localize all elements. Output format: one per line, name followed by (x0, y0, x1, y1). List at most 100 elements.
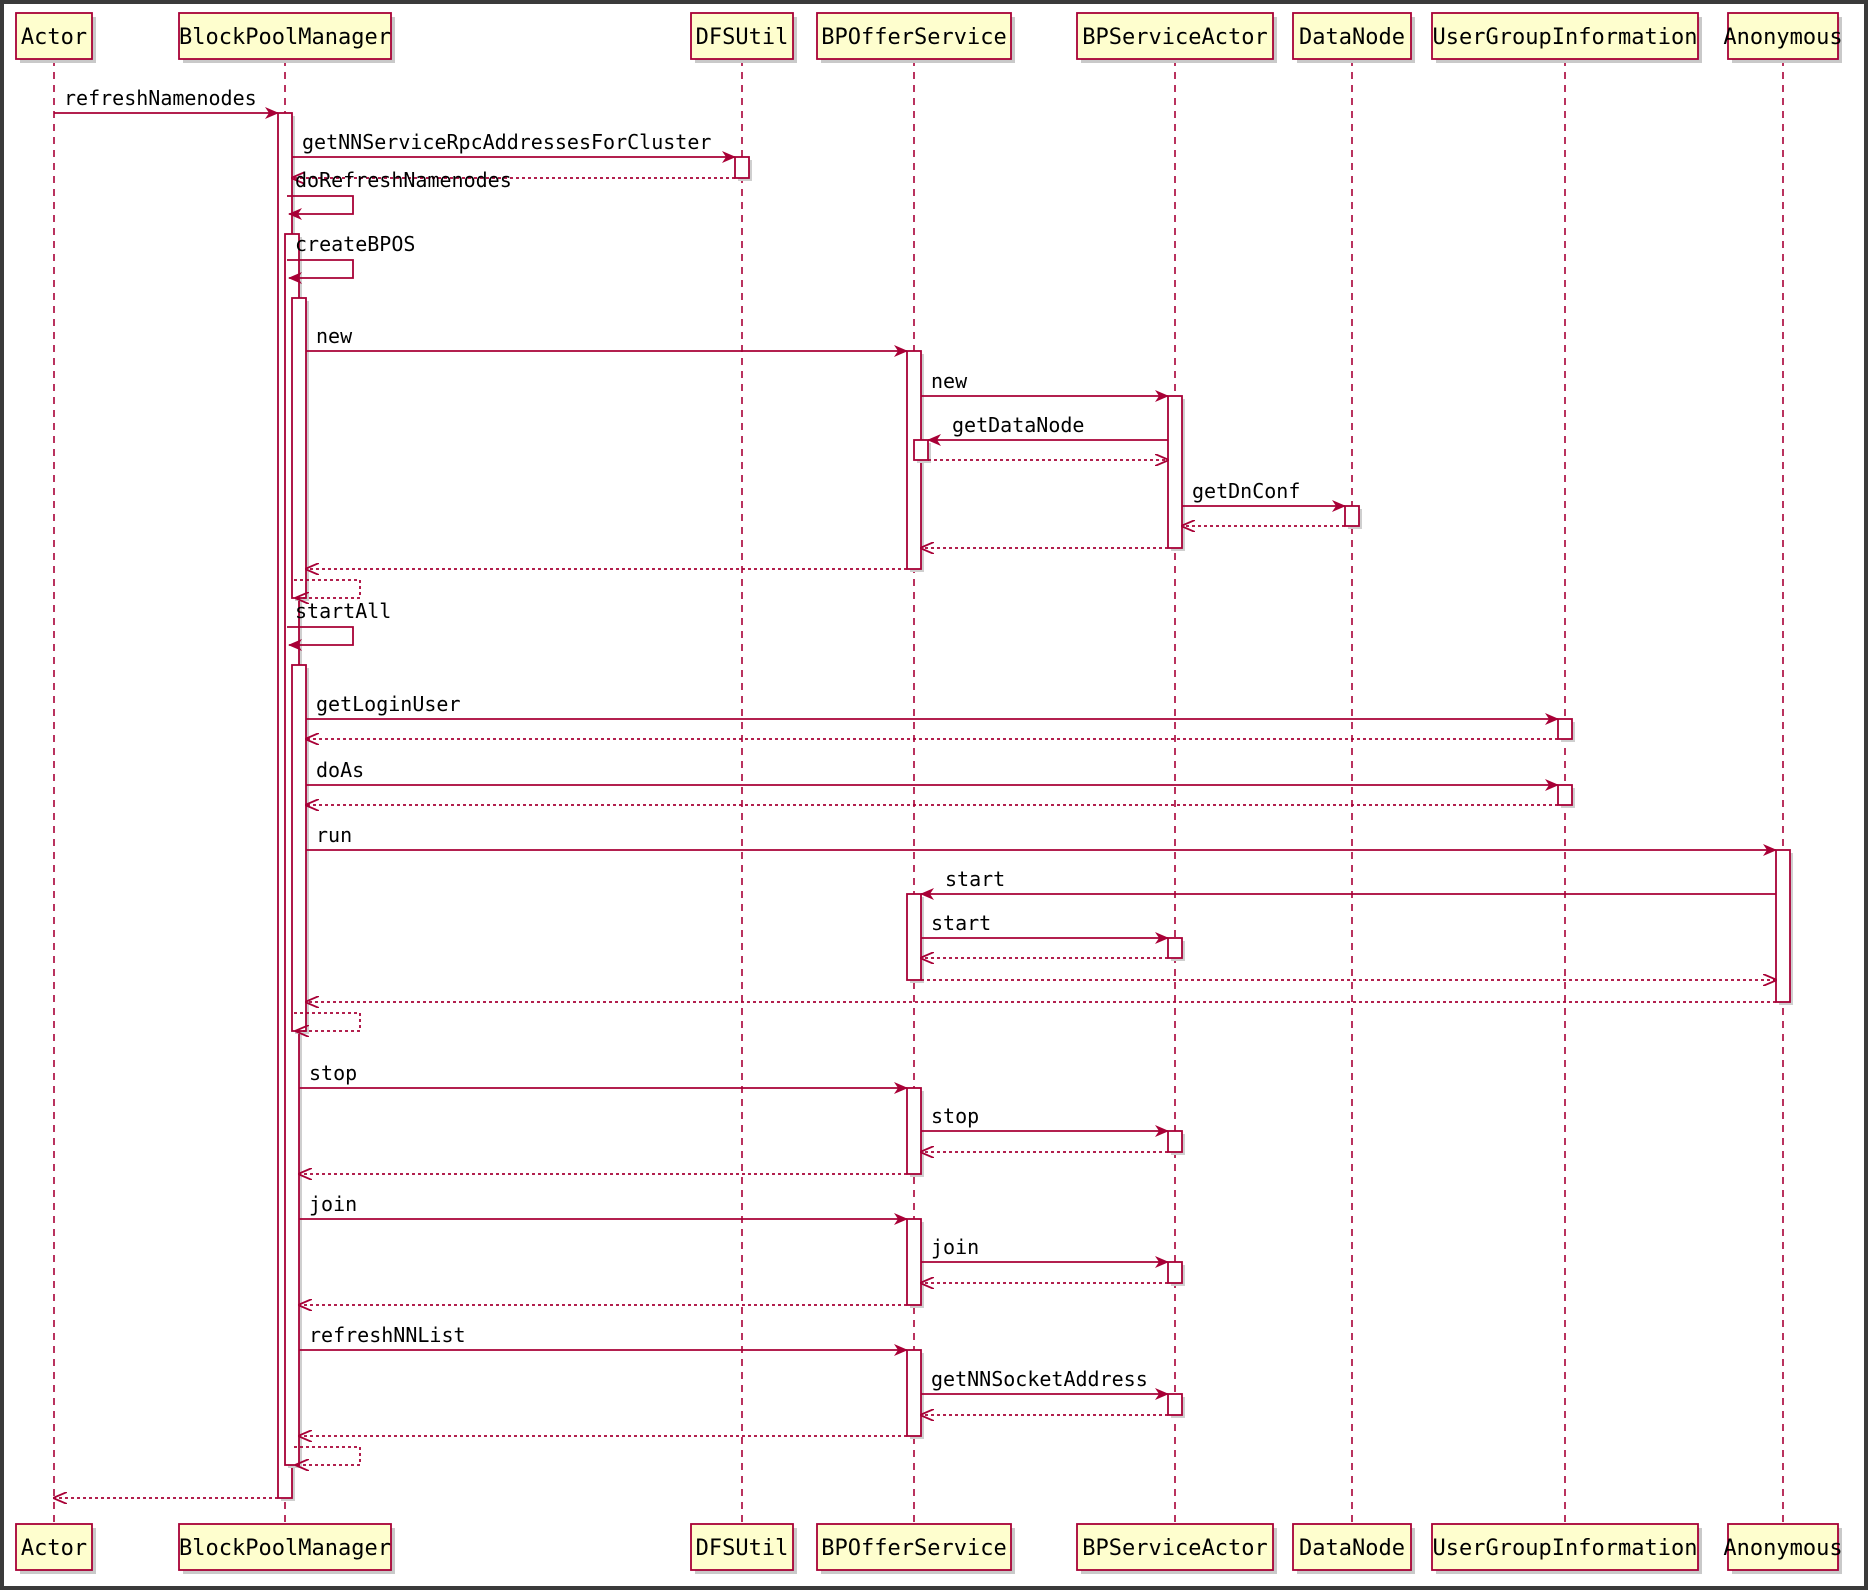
message-label: join (931, 1235, 979, 1259)
participant-bpoffer-service-top: BPOfferService (816, 12, 1015, 63)
message-label: startAll (295, 599, 391, 623)
participant-bpoffer-service-bottom: BPOfferService (816, 1523, 1015, 1574)
participant-label: BPServiceActor (1082, 1536, 1267, 1561)
participant-box (1727, 1523, 1839, 1571)
participant-label: Actor (21, 25, 87, 50)
participant-box (1431, 12, 1699, 60)
participant-box (1431, 1523, 1699, 1571)
message-get-nnsocket-address: getNNSocketAddress (921, 1367, 1169, 1400)
message-get-data-node: getDataNode (927, 413, 1168, 446)
message-label: start (931, 911, 991, 935)
participant-label: Anonymous (1723, 1536, 1842, 1561)
return-message (294, 579, 361, 598)
participant-dfsutil-bottom: DFSUtil (690, 1523, 797, 1574)
participant-block-pool-manager-top: BlockPoolManager (178, 12, 395, 63)
message-start: start (921, 911, 1169, 944)
message-label: getNNSocketAddress (931, 1367, 1148, 1391)
message-label: doAs (316, 758, 364, 782)
participant-anonymous-top: Anonymous (1723, 12, 1843, 63)
return-message (294, 1012, 361, 1031)
participant-label: BPServiceActor (1082, 25, 1267, 50)
participant-anonymous-bottom: Anonymous (1723, 1523, 1843, 1574)
message-create-bpos: createBPOS (287, 232, 415, 284)
message-get-dn-conf: getDnConf (1182, 479, 1346, 512)
participant-label: UserGroupInformation (1433, 25, 1698, 50)
activation-bar-bpoffer-service (906, 1349, 922, 1437)
activation-bar-bpservice-actor (1167, 395, 1183, 549)
message-arrow (287, 259, 354, 284)
participant-box (1292, 1523, 1412, 1571)
message-label: getDnConf (1192, 479, 1300, 503)
participant-actor-top: Actor (15, 12, 96, 63)
participant-data-node-top: DataNode (1292, 12, 1415, 63)
participant-dfsutil-top: DFSUtil (690, 12, 797, 63)
participant-user-group-information-top: UserGroupInformation (1431, 12, 1702, 63)
message-arrow (294, 1012, 361, 1031)
message-label: stop (931, 1104, 979, 1128)
message-label: join (309, 1192, 357, 1216)
activation-bar-user-group-information (1557, 718, 1573, 740)
message-label: refreshNamenodes (64, 86, 257, 110)
participant-block-pool-manager-bottom: BlockPoolManager (178, 1523, 395, 1574)
message-label: new (931, 369, 968, 393)
message-label: new (316, 324, 353, 348)
activation-bar-bpservice-actor (1167, 1393, 1183, 1416)
participant-label: BlockPoolManager (179, 25, 391, 50)
message-label: refreshNNList (309, 1323, 466, 1347)
message-do-as: doAs (306, 758, 1559, 791)
message-join: join (921, 1235, 1169, 1268)
activation-bar-bpoffer-service (906, 1087, 922, 1175)
activation-bar-bpoffer-service (906, 893, 922, 981)
message-join: join (299, 1192, 908, 1225)
message-arrow (294, 1446, 361, 1465)
message-label: doRefreshNamenodes (295, 168, 512, 192)
message-run: run (306, 823, 1777, 856)
message-label: getDataNode (952, 413, 1084, 437)
message-stop: stop (921, 1104, 1169, 1137)
message-new: new (306, 324, 908, 357)
participant-data-node-bottom: DataNode (1292, 1523, 1415, 1574)
participant-label: DFSUtil (696, 25, 789, 50)
participant-box (1727, 12, 1839, 60)
message-refresh-nnlist: refreshNNList (299, 1323, 908, 1356)
message-arrow (294, 579, 361, 598)
activation-bar-user-group-information (1557, 784, 1573, 806)
activation-bar-bpoffer-service (906, 1218, 922, 1306)
message-do-refresh-namenodes: doRefreshNamenodes (287, 168, 512, 220)
message-get-login-user: getLoginUser (306, 692, 1559, 725)
activation-bar-anonymous (1775, 849, 1791, 1003)
return-message (294, 1446, 361, 1465)
activation-bar-bpservice-actor (1167, 937, 1183, 959)
message-label: createBPOS (295, 232, 415, 256)
participant-box (1076, 12, 1274, 60)
message-label: getLoginUser (316, 692, 461, 716)
participant-user-group-information-bottom: UserGroupInformation (1431, 1523, 1702, 1574)
participant-label: DataNode (1299, 1536, 1405, 1561)
participant-box (816, 12, 1012, 60)
participant-label: BlockPoolManager (179, 1536, 391, 1561)
participant-label: DFSUtil (696, 1536, 789, 1561)
message-label: getNNServiceRpcAddressesForCluster (302, 130, 711, 154)
message-start: start (920, 867, 1776, 900)
activation-bar-block-pool-manager (291, 297, 307, 599)
participant-bpservice-actor-bottom: BPServiceActor (1076, 1523, 1277, 1574)
participant-label: UserGroupInformation (1433, 1536, 1698, 1561)
participant-box (690, 1523, 794, 1571)
activation-bar-bpservice-actor (1167, 1130, 1183, 1153)
participant-box (690, 12, 794, 60)
participant-label: Actor (21, 1536, 87, 1561)
message-label: run (316, 823, 352, 847)
message-new: new (921, 369, 1169, 402)
activation-bar-block-pool-manager (291, 664, 307, 1032)
message-stop: stop (299, 1061, 908, 1094)
activation-bar-data-node (1344, 505, 1360, 527)
message-start-all: startAll (287, 599, 391, 651)
participant-actor-bottom: Actor (15, 1523, 96, 1574)
participant-label: DataNode (1299, 25, 1405, 50)
activation-bar-bpservice-actor (1167, 1261, 1183, 1284)
participant-box (1076, 1523, 1274, 1571)
message-refresh-namenodes: refreshNamenodes (54, 86, 279, 119)
message-get-nnservice-rpc-addresses-for-cluster: getNNServiceRpcAddressesForCluster (292, 130, 736, 163)
